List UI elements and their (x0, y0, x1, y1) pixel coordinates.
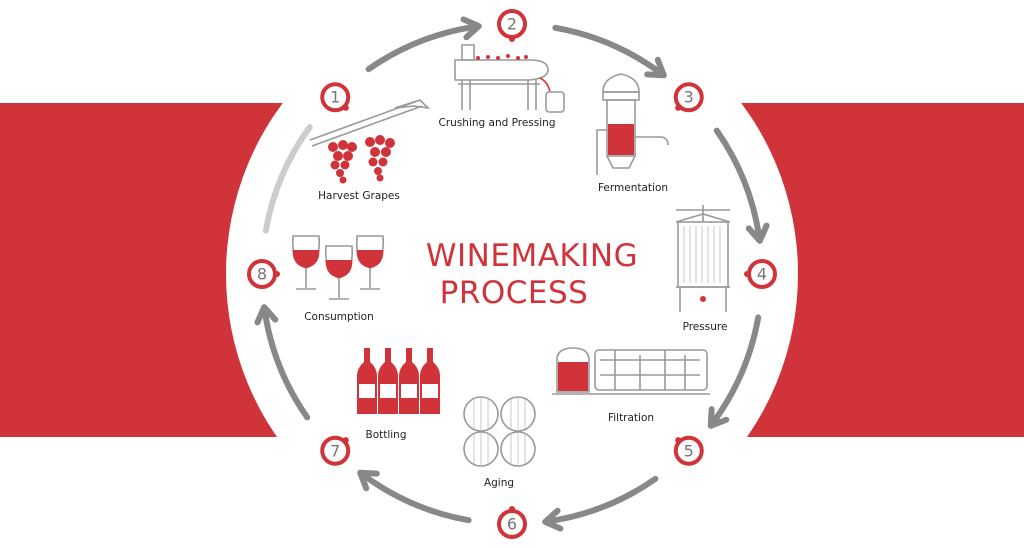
arrow-5-to-6 (542, 475, 659, 532)
arrow-6-to-7 (357, 469, 472, 524)
arrow-arc (548, 475, 659, 524)
step-number: 1 (330, 88, 340, 107)
bottles-icon (357, 348, 440, 414)
crusher-icon (454, 44, 565, 113)
step-marker-1: 1 (319, 81, 352, 114)
step-label-4: Pressure (683, 321, 728, 333)
arrow-arc (365, 24, 476, 73)
arrow-4-to-5 (707, 314, 762, 429)
arrow-arc (362, 473, 472, 524)
step-label-1: Harvest Grapes (318, 190, 400, 202)
arrow-arc (262, 124, 313, 234)
wine-glass-icon (355, 235, 385, 290)
arrow-arc (713, 127, 762, 238)
step-number: 7 (330, 441, 340, 460)
title-line1: WINEMAKING (426, 238, 638, 274)
white-circle (226, 0, 798, 548)
step-label-5: Filtration (608, 412, 654, 424)
step-label-6: Aging (484, 477, 514, 489)
arrowhead-icon (644, 56, 667, 79)
step-marker-8: 8 (246, 258, 280, 290)
fermentation-tank-icon (596, 73, 669, 175)
arrowhead-icon (707, 406, 730, 429)
step-marker-6: 6 (496, 506, 528, 540)
step-label-2: Crushing and Pressing (439, 117, 556, 129)
step-marker-4: 4 (744, 258, 778, 290)
step-marker-7: 7 (319, 434, 352, 467)
arrow-1-to-2 (365, 16, 482, 73)
arrow-arc (552, 24, 662, 75)
step-marker-2: 2 (496, 8, 528, 42)
bottle-label (359, 384, 375, 398)
bottle-label (380, 384, 396, 398)
wine-glass-icon (291, 235, 321, 290)
step-number: 3 (684, 88, 694, 107)
arrow-7-to-8 (254, 304, 311, 421)
step-label-3: Fermentation (598, 182, 668, 194)
step-number: 4 (757, 265, 767, 284)
arrow-arc (262, 310, 311, 421)
step-marker-5: 5 (672, 434, 705, 467)
connector-8-to-1 (262, 124, 313, 234)
step-number: 5 (684, 441, 694, 460)
arrowhead-icon (460, 16, 482, 41)
arrowhead-icon (357, 469, 380, 492)
arrow-arc (711, 314, 762, 424)
arrowhead-icon (745, 222, 770, 244)
title-line2: PROCESS (440, 275, 589, 311)
grapes-icon (309, 99, 431, 184)
arrowhead-icon (254, 304, 279, 326)
step-label-7: Bottling (365, 429, 406, 441)
filtration-machine-icon (552, 347, 710, 395)
bottle-label (401, 384, 417, 398)
step-marker-3: 3 (672, 81, 705, 114)
wine-glasses-icon (291, 235, 385, 300)
wine-glass-icon (324, 245, 354, 300)
arrow-2-to-3 (552, 24, 667, 79)
wine-press-icon (675, 205, 731, 312)
step-number: 2 (507, 15, 517, 34)
step-label-8: Consumption (304, 311, 374, 323)
bottle-label (422, 384, 438, 398)
barrels-icon (463, 396, 536, 467)
arrow-3-to-4 (713, 127, 770, 244)
step-number: 6 (507, 515, 517, 534)
step-number: 8 (257, 265, 267, 284)
arrowhead-icon (542, 507, 564, 532)
